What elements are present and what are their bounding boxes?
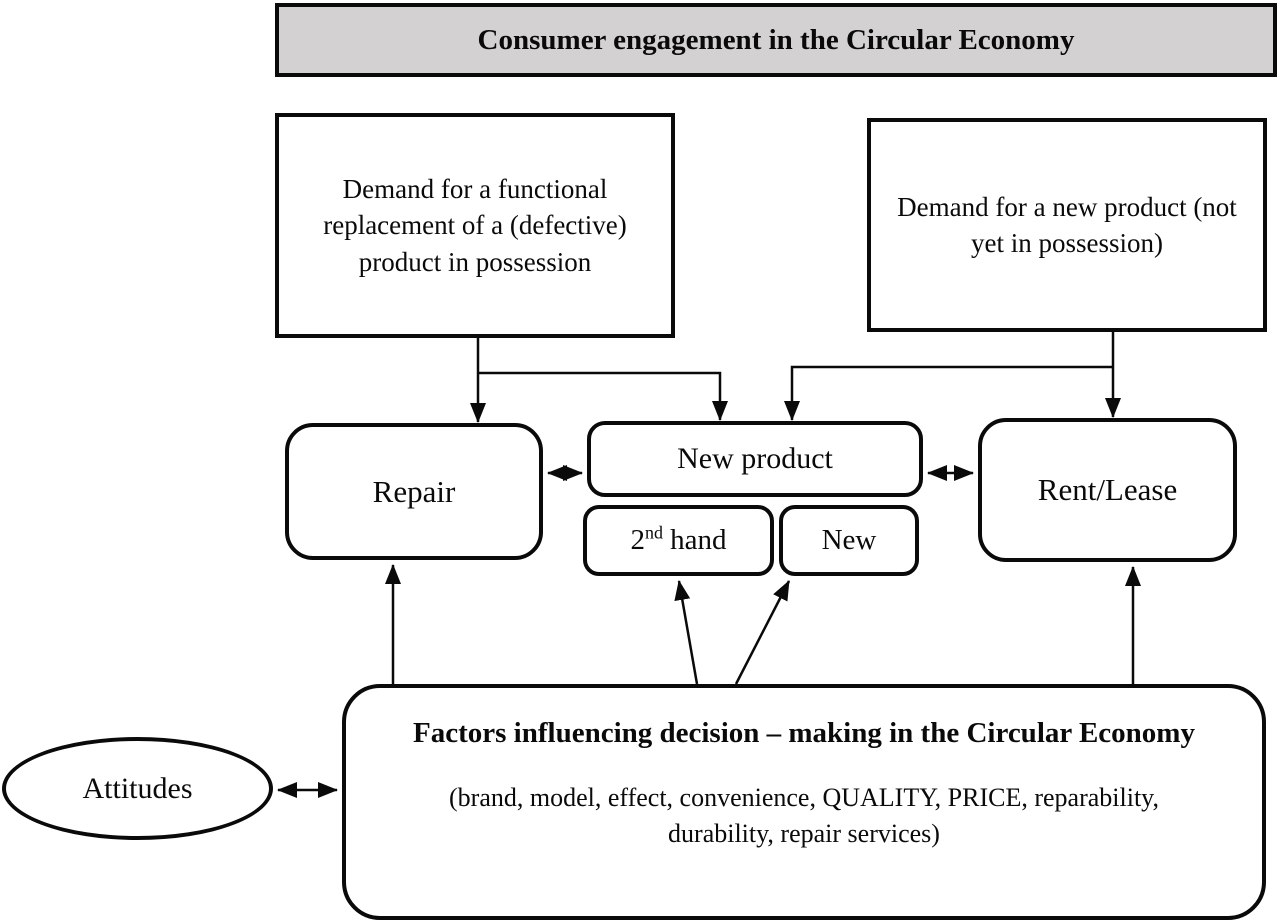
second-hand-node: 2nd hand xyxy=(583,505,774,576)
demand-new-box: Demand for a new product (not yet in pos… xyxy=(867,118,1267,332)
diagram-title: Consumer engagement in the Circular Econ… xyxy=(477,23,1075,56)
rent-lease-label: Rent/Lease xyxy=(1037,472,1178,507)
title-banner: Consumer engagement in the Circular Econ… xyxy=(275,3,1277,77)
new-node: New xyxy=(779,505,919,576)
new-product-label: New product xyxy=(677,442,833,475)
second-hand-label: 2nd hand xyxy=(630,522,727,556)
repair-node: Repair xyxy=(285,423,543,560)
arrow-factors-to-new xyxy=(734,580,791,685)
factors-heading: Factors influencing decision – making in… xyxy=(413,717,1195,749)
new-product-node: New product xyxy=(587,421,923,497)
attitudes-ellipse: Attitudes xyxy=(2,737,273,840)
factors-details: (brand, model, effect, convenience, QUAL… xyxy=(449,783,1159,849)
demand-new-label: Demand for a new product (not yet in pos… xyxy=(897,191,1237,258)
demand-replacement-box: Demand for a functional replacement of a… xyxy=(275,113,675,338)
factors-node: Factors influencing decision – making in… xyxy=(342,684,1266,920)
repair-label: Repair xyxy=(372,473,456,509)
demand-replacement-label: Demand for a functional replacement of a… xyxy=(323,173,627,277)
arrow-demand-new-to-new-product xyxy=(784,365,1113,421)
arrow-factors-to-second-hand xyxy=(674,580,699,685)
new-label: New xyxy=(821,524,877,556)
attitudes-label: Attitudes xyxy=(82,771,193,805)
rent-lease-node: Rent/Lease xyxy=(978,418,1237,562)
arrow-demand-replacement-to-new-product xyxy=(478,371,728,421)
